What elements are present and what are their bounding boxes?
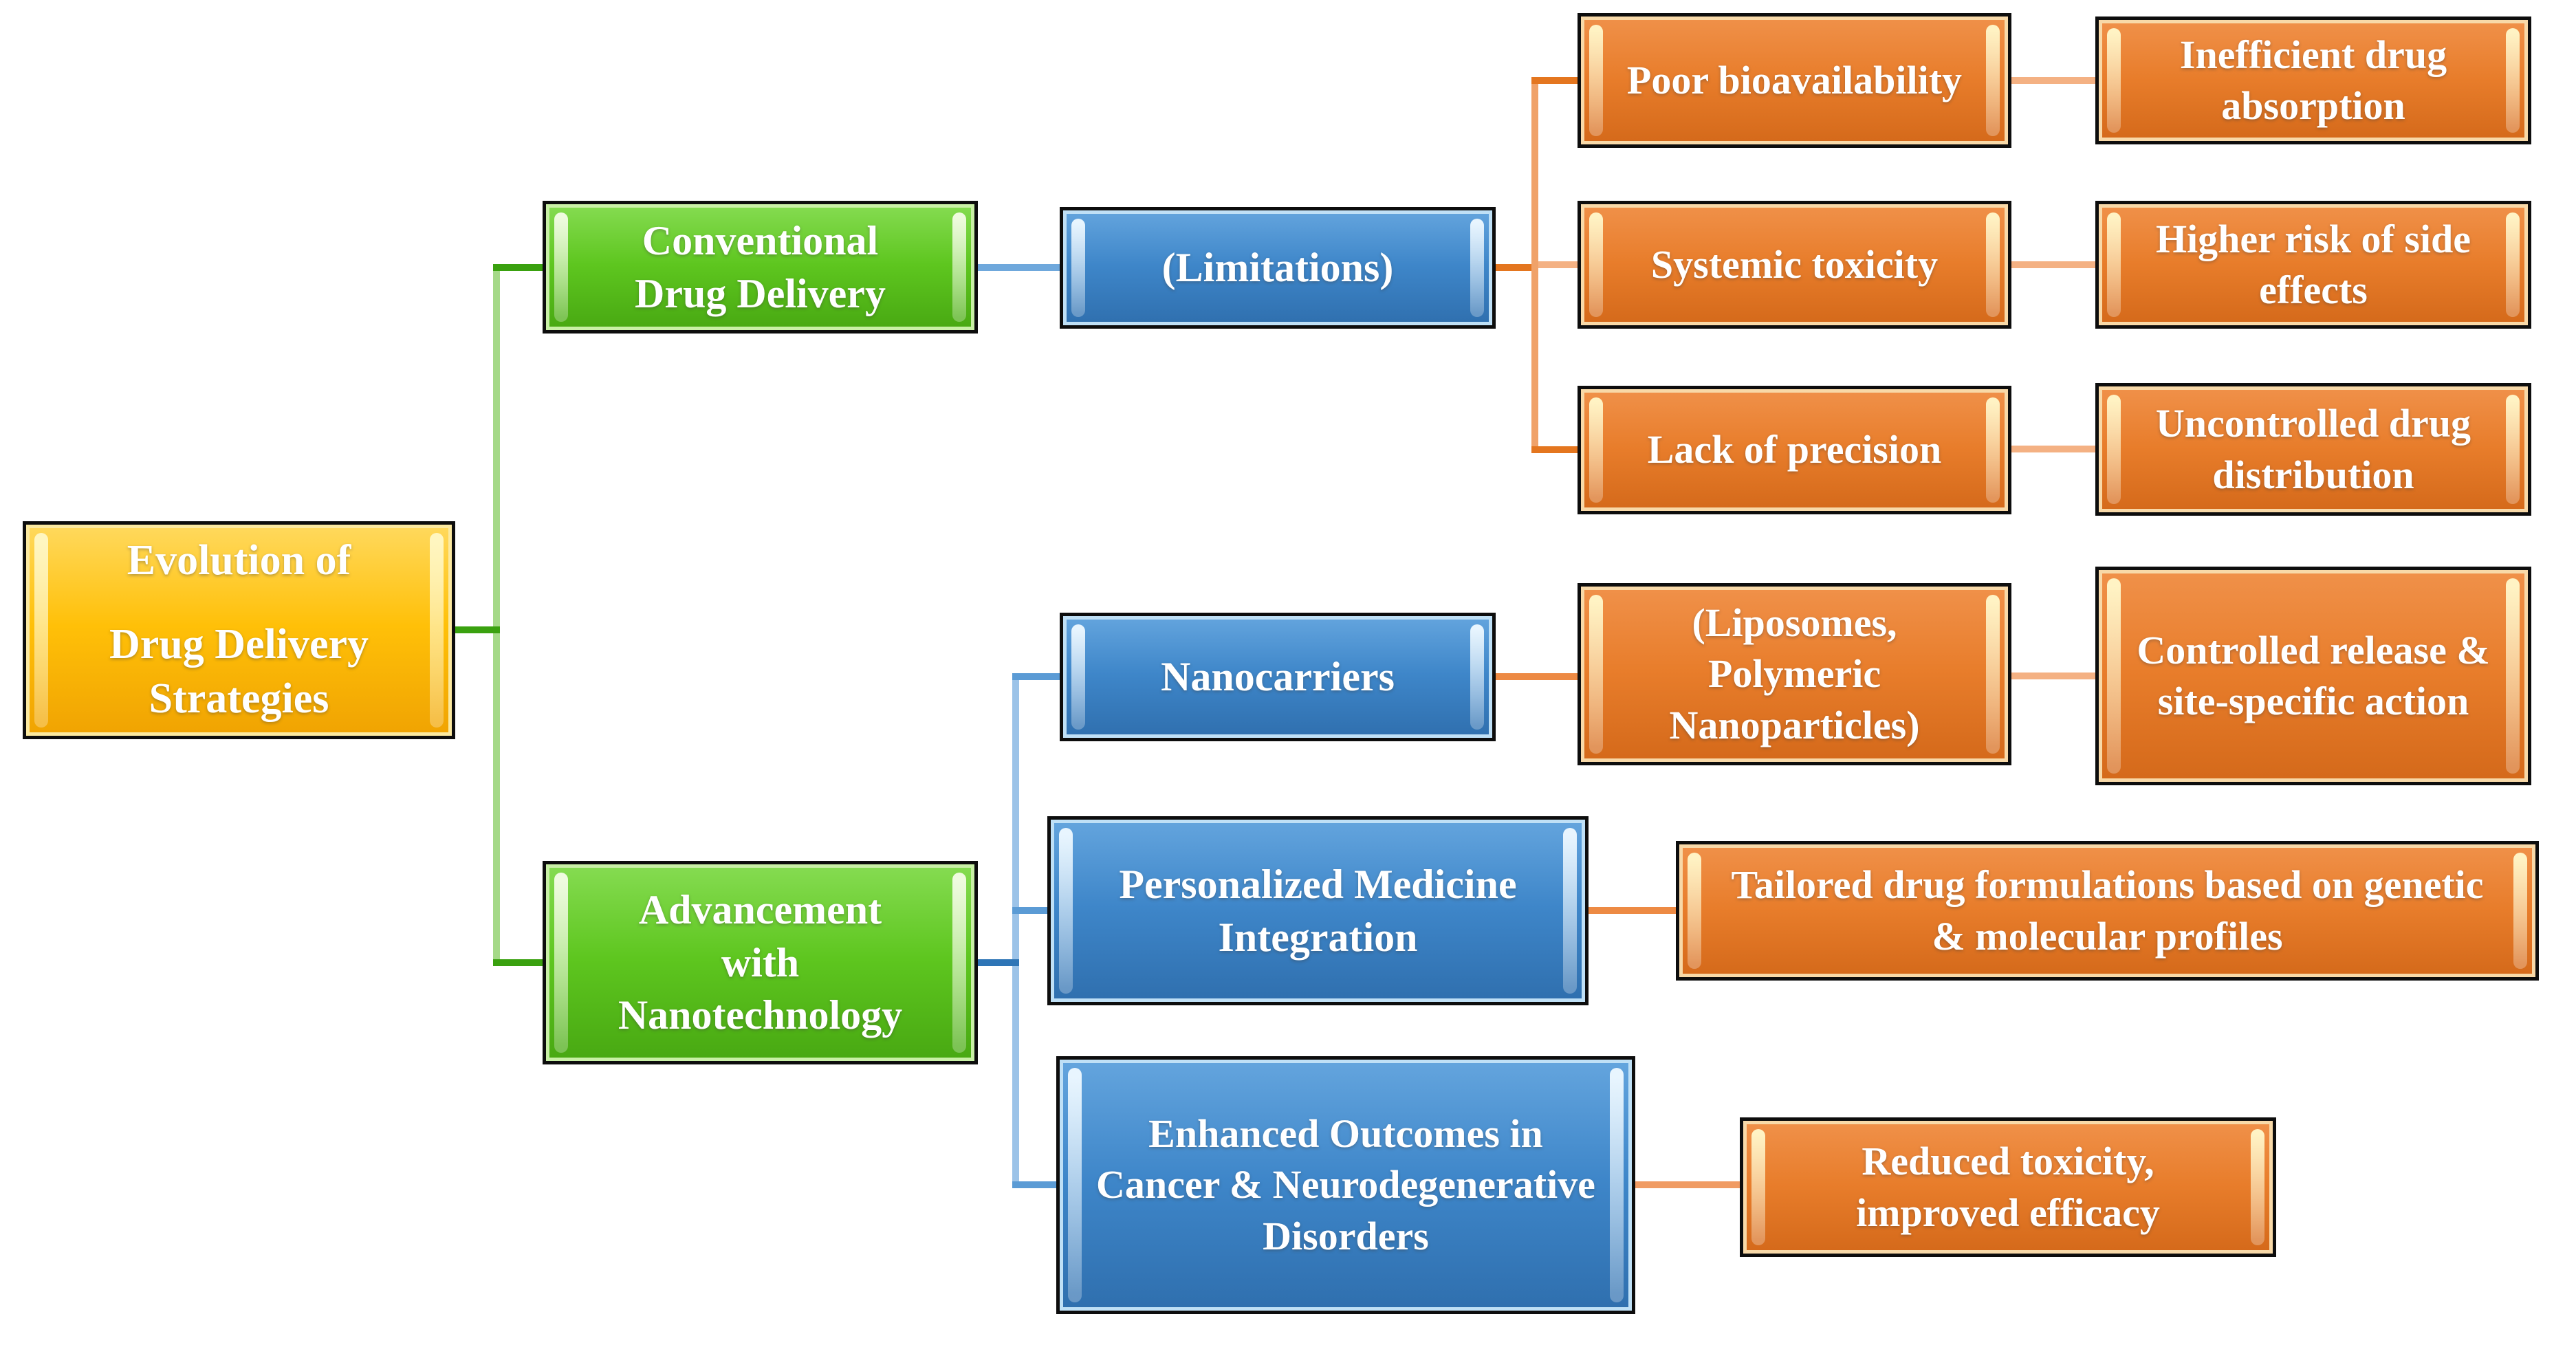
node-label: Personalized Medicine Integration	[1119, 861, 1517, 960]
connector-nanocarriers-to-liposomes	[1496, 673, 1578, 680]
node-uncontrolled-drug-distribution: Uncontrolled drug distribution	[2095, 383, 2531, 516]
connector-orange-trunk	[1531, 77, 1538, 453]
node-systemic-toxicity: Systemic toxicity	[1578, 201, 2011, 329]
node-tailored-drug-formulations: Tailored drug formulations based on gene…	[1676, 841, 2539, 981]
connector-blue-trunk	[1012, 673, 1019, 1188]
node-label: Advancement with Nanotechnology	[618, 886, 903, 1038]
node-controlled-release-site-specific-action: Controlled release & site-specific actio…	[2095, 567, 2531, 785]
node-lack-of-precision: Lack of precision	[1578, 386, 2011, 514]
connector-poor-to-inefficient	[2011, 77, 2095, 84]
connector-systemic-to-higher-risk	[2011, 261, 2095, 268]
node-nanocarriers: Nanocarriers	[1060, 613, 1496, 741]
connector-conventional-to-limitations	[978, 264, 1060, 271]
connector-trunk-to-systemic-toxicity	[1538, 261, 1578, 268]
node-label: Inefficient drug absorption	[2179, 32, 2447, 128]
node-enhanced-outcomes-cancer-neurodegenerative: Enhanced Outcomes in Cancer & Neurodegen…	[1056, 1056, 1635, 1314]
connector-liposomes-to-controlled	[2011, 672, 2095, 679]
node-label: Tailored drug formulations based on gene…	[1731, 862, 2484, 959]
node-label: Evolution of	[127, 537, 351, 584]
connector-root-to-trunk	[455, 626, 500, 633]
connector-lack-to-uncontrolled	[2011, 446, 2095, 452]
connector-trunk-to-nanocarriers	[1012, 673, 1060, 680]
node-poor-bioavailability: Poor bioavailability	[1578, 13, 2011, 148]
connector-trunk-to-conventional	[493, 264, 543, 271]
node-label: Conventional Drug Delivery	[635, 217, 886, 316]
connector-trunk-to-personalized	[1012, 907, 1047, 914]
node-personalized-medicine-integration: Personalized Medicine Integration	[1047, 816, 1589, 1005]
node-conventional-drug-delivery: Conventional Drug Delivery	[543, 201, 978, 333]
connector-green-trunk	[493, 264, 500, 966]
node-label: Higher risk of side effects	[2155, 216, 2471, 312]
connector-trunk-to-poor-bioavailability	[1531, 77, 1578, 84]
node-label: (Liposomes, Polymeric Nanoparticles)	[1669, 600, 1920, 747]
node-label: Drug Delivery Strategies	[109, 620, 369, 723]
node-root-evolution-of-drug-delivery: Evolution of Drug Delivery Strategies	[23, 521, 455, 739]
node-higher-risk-of-side-effects: Higher risk of side effects	[2095, 201, 2531, 329]
node-advancement-with-nanotechnology: Advancement with Nanotechnology	[543, 861, 978, 1064]
node-limitations: (Limitations)	[1060, 207, 1496, 329]
node-label: Systemic toxicity	[1650, 241, 1939, 287]
node-label: Nanocarriers	[1161, 654, 1395, 700]
node-label: Poor bioavailability	[1626, 57, 1963, 102]
connector-trunk-to-advancement	[493, 959, 543, 966]
node-inefficient-drug-absorption: Inefficient drug absorption	[2095, 17, 2531, 144]
connector-enhanced-to-reduced	[1635, 1181, 1740, 1188]
node-reduced-toxicity-improved-efficacy: Reduced toxicity, improved efficacy	[1740, 1117, 2276, 1257]
node-label: (Limitations)	[1161, 245, 1394, 291]
connector-trunk-to-lack-of-precision	[1531, 446, 1578, 453]
node-label: Uncontrolled drug distribution	[2155, 401, 2471, 497]
node-liposomes-polymeric-nanoparticles: (Liposomes, Polymeric Nanoparticles)	[1578, 583, 2011, 765]
connector-trunk-to-enhanced	[1012, 1181, 1056, 1188]
connector-limitations-to-trunk	[1496, 264, 1538, 271]
node-label: Controlled release & site-specific actio…	[2137, 627, 2490, 723]
node-label: Enhanced Outcomes in Cancer & Neurodegen…	[1096, 1111, 1595, 1258]
node-label: Reduced toxicity, improved efficacy	[1856, 1139, 2160, 1235]
node-label: Lack of precision	[1647, 427, 1942, 472]
connector-personalized-to-tailored	[1589, 907, 1676, 914]
connector-advancement-to-trunk	[978, 959, 1019, 966]
